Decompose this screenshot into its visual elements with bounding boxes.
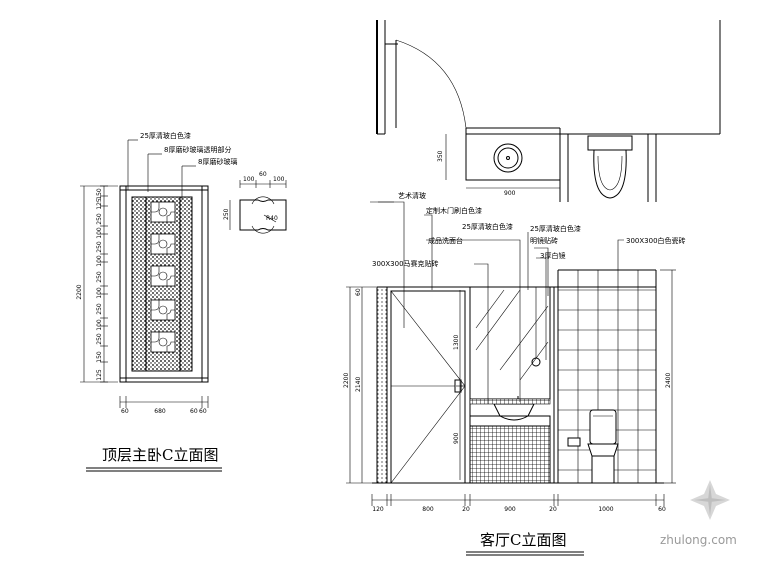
watermark-logo — [690, 480, 730, 520]
vertical-dim-label: 150 — [96, 188, 103, 200]
left-bottom-dim-1: 60 — [121, 408, 129, 415]
door-frame — [119, 185, 209, 383]
vertical-dim-label: 125 — [96, 369, 103, 381]
profile-detail: 100 60 100 250 R40 — [223, 171, 287, 234]
mid-dim-lower: 900 — [453, 432, 460, 444]
bottom-dim-label: 60 — [658, 506, 666, 513]
note-clear-glass-2: 25厚清玻白色漆 — [530, 224, 581, 233]
glass-motif — [150, 233, 176, 255]
note-wall-tile: 300X300白色瓷砖 — [626, 236, 686, 245]
vertical-dim-label: 250 — [96, 241, 103, 253]
right-dim-height-3: 60 — [355, 288, 362, 296]
detail-dim-1: 100 — [243, 176, 255, 183]
bottom-dim-label: 1000 — [598, 506, 613, 513]
vertical-dim-label: 100 — [96, 287, 103, 299]
left-elevation-title: 顶层主卧C立面图 — [102, 446, 218, 464]
bottom-dim-label: 20 — [549, 506, 557, 513]
plan-dim-depth: 350 — [437, 150, 444, 162]
glass-motif — [150, 265, 176, 287]
bottom-dim-label: 900 — [504, 506, 516, 513]
wall-tiles — [558, 270, 656, 483]
floor-plan: 350 900 — [376, 20, 721, 202]
glass-motifs — [150, 201, 176, 353]
note-clear-glass: 25厚清玻白色漆 — [462, 222, 513, 231]
left-note-1: 25厚清玻白色漆 — [140, 131, 191, 140]
left-bottom-dim-3: 60 — [190, 408, 198, 415]
vertical-dim-label: 100 — [96, 227, 103, 239]
bottom-dim-label: 20 — [462, 506, 470, 513]
elevation-toilet — [587, 409, 619, 484]
vertical-dim-label: 250 — [96, 213, 103, 225]
wooden-door — [390, 290, 466, 484]
vertical-dim-label: 250 — [96, 271, 103, 283]
right-dim-height-1: 2200 — [343, 373, 350, 388]
note-vanity: 成品洗面台 — [428, 236, 463, 245]
note-white-mirror: 3厚白镜 — [540, 251, 565, 260]
basin — [493, 143, 523, 173]
plan-dim-width: 900 — [504, 190, 516, 197]
watermark-text: zhulong.com — [660, 533, 737, 547]
vertical-dim-label: 100 — [96, 319, 103, 331]
vertical-dim-label: 250 — [96, 303, 103, 315]
left-elevation: 25厚清玻白色漆 8厚磨砂玻璃透明部分 8厚磨砂玻璃 1501252501002… — [76, 131, 237, 472]
profile-section — [239, 199, 287, 231]
vertical-dim-label: 150 — [96, 351, 103, 363]
note-art-glass: 艺术清玻 — [398, 191, 426, 200]
glass-motif — [150, 299, 176, 321]
elevation-basin — [493, 403, 535, 421]
detail-dim-2: 60 — [259, 171, 267, 178]
right-dim-height-2: 2140 — [355, 377, 362, 392]
plan-toilet — [593, 149, 627, 199]
vertical-dim-label: 250 — [96, 333, 103, 345]
bottom-dimension-chain: 120 800 20 900 20 1000 60 — [371, 494, 666, 513]
left-bottom-dim-4: 60 — [199, 408, 207, 415]
mid-dim-upper: 1300 — [453, 335, 460, 350]
glass-motif — [150, 331, 176, 353]
mosaic-tiles — [469, 425, 551, 484]
glass-motif — [150, 201, 176, 223]
right-elevation: 艺术清玻 定制木门刷白色漆 25厚清玻白色漆 成品洗面台 300X300马赛克贴… — [343, 191, 686, 556]
right-elevation-title: 客厅C立面图 — [480, 531, 566, 549]
vertical-dim-label: 100 — [96, 255, 103, 267]
left-note-3: 8厚磨砂玻璃 — [198, 157, 237, 166]
note-mirror-tile: 明镜贴砖 — [530, 236, 558, 245]
toilet-paper-holder — [567, 437, 581, 447]
detail-dim-3: 100 — [273, 176, 285, 183]
left-total-height: 2200 — [76, 284, 83, 299]
left-bottom-dim-2: 680 — [154, 408, 166, 415]
wall-section — [376, 286, 388, 484]
bottom-dim-label: 120 — [372, 506, 384, 513]
door-swing-arc — [395, 39, 467, 129]
note-wood-door: 定制木门刷白色漆 — [426, 206, 482, 215]
vanity-counter — [465, 133, 561, 181]
vertical-dim-label: 125 — [96, 198, 103, 210]
left-note-2: 8厚磨砂玻璃透明部分 — [164, 145, 231, 154]
detail-tag: R40 — [266, 215, 278, 222]
bottom-dim-label: 800 — [422, 506, 434, 513]
note-mosaic: 300X300马赛克贴砖 — [372, 259, 439, 268]
detail-side-dim: 250 — [223, 208, 230, 220]
right-dim-total: 2400 — [665, 373, 672, 388]
